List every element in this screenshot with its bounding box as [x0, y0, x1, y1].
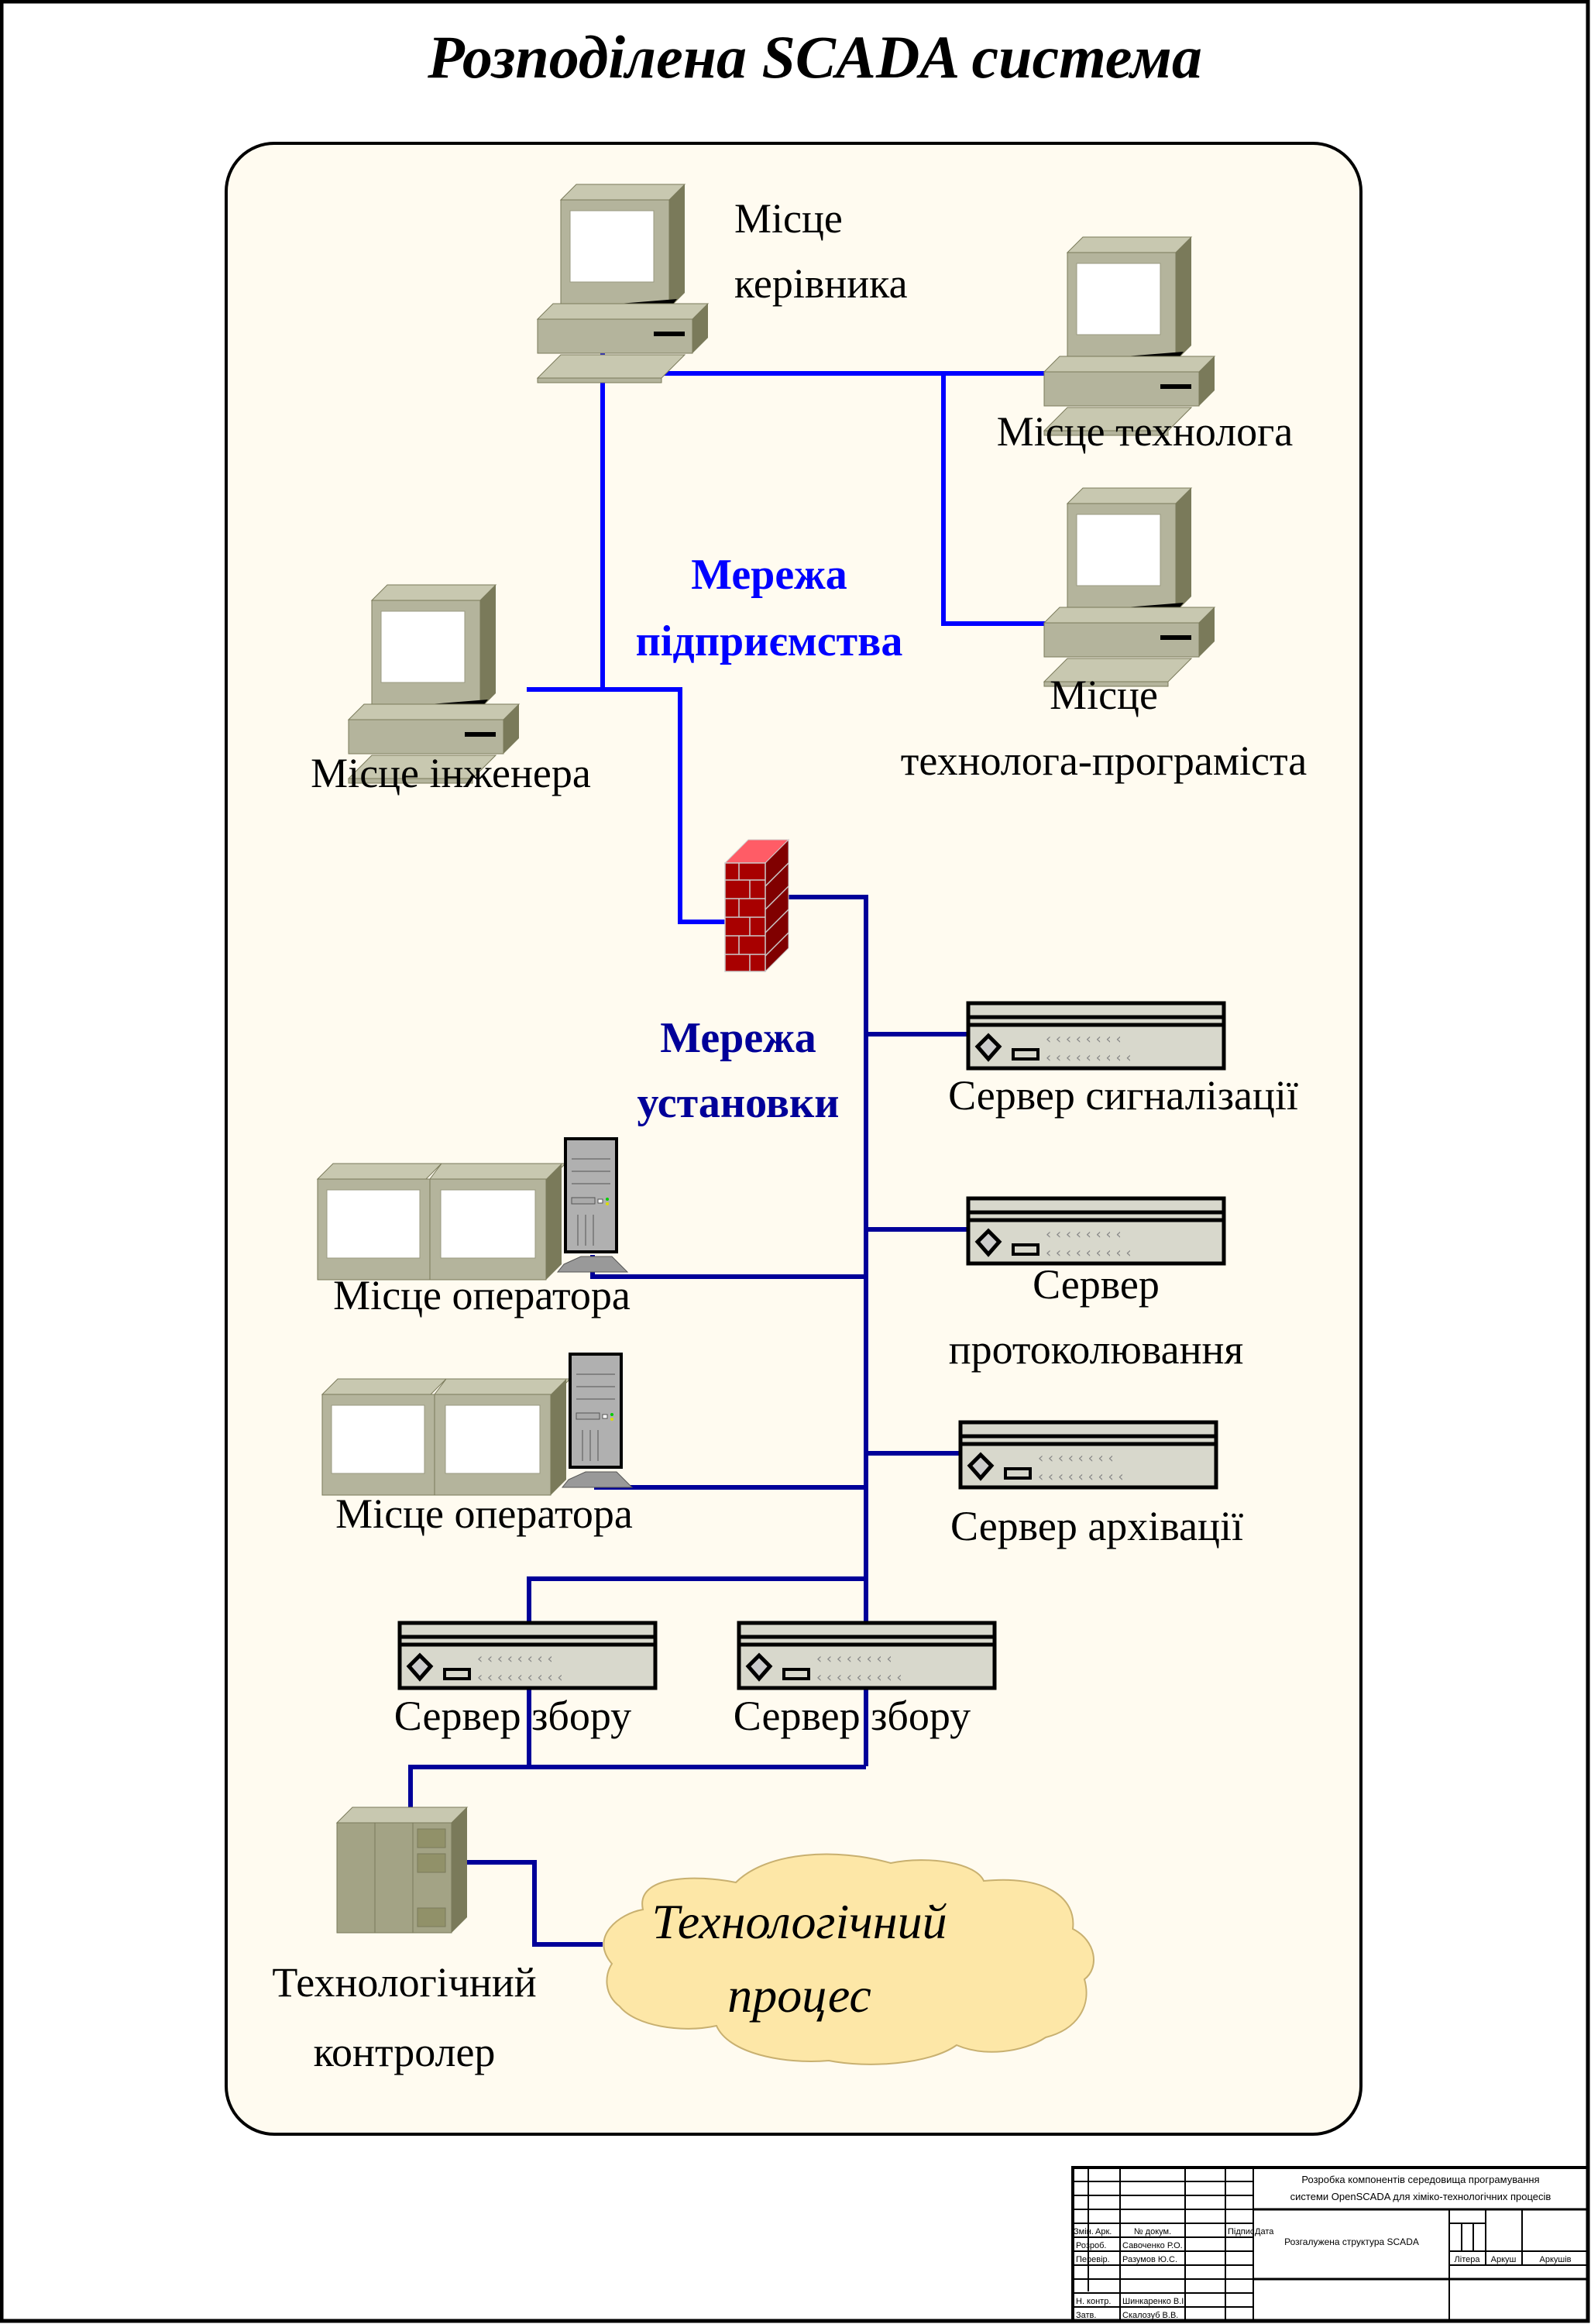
server-rack-icon [400, 1623, 655, 1688]
computer-icon [1043, 236, 1215, 436]
workstation-operator-2[interactable]: Місце оператора [321, 1353, 634, 1537]
label-server-acquisition-2: Сервер збору [734, 1693, 971, 1739]
label-server-logging-1: Сервер [1033, 1261, 1160, 1308]
workstation-operator-1[interactable]: Місце оператора [316, 1137, 631, 1318]
label-server-archive: Сервер архівації [950, 1503, 1243, 1549]
computer-icon [537, 184, 709, 383]
server-rack-icon [968, 1003, 1224, 1068]
technological-controller[interactable]: Технологічний контролер [272, 1807, 537, 2075]
plant-network-label-1: Мережа [660, 1014, 816, 1062]
label-server-logging-2: протоколювання [949, 1326, 1244, 1373]
header-docnum: № докум. [1134, 2227, 1171, 2236]
name-checker: Разумов Ю.С. [1122, 2255, 1177, 2264]
label-controller-1: Технологічний [272, 1959, 536, 2006]
label-process-1: Технологічний [651, 1894, 947, 1949]
label-techprog-1: Місце [1050, 672, 1158, 718]
header-date: Дата [1255, 2227, 1274, 2236]
name-developer: Савоченко Р.О. [1122, 2241, 1183, 2250]
server-acquisition-2[interactable]: Сервер збору [734, 1623, 995, 1739]
label-arkushiv: Аркушів [1539, 2255, 1571, 2264]
server-rack-icon [968, 1198, 1224, 1263]
server-alarm[interactable]: Сервер сигналізації [948, 1003, 1298, 1119]
label-process-2: процес [727, 1968, 871, 2023]
server-rack-icon [960, 1422, 1216, 1487]
label-arkush: Аркуш [1491, 2255, 1517, 2264]
label-operator-1: Місце оператора [333, 1272, 631, 1318]
name-norm-control: Шинкаренко В.І. [1122, 2297, 1186, 2306]
plant-network-label-2: установки [637, 1079, 840, 1127]
technological-process: Технологічний процес [603, 1853, 1094, 2065]
server-rack-icon [739, 1623, 995, 1688]
role-developer: Розроб. [1076, 2241, 1106, 2250]
server-archive[interactable]: Сервер архівації [950, 1422, 1243, 1549]
role-norm-control: Н. контр. [1076, 2297, 1111, 2306]
workstation-technologist[interactable]: Місце технолога [997, 236, 1293, 455]
workstation-technologist-programmer[interactable]: Місце технолога-програміста [901, 487, 1308, 784]
diagram-title: Розподілена SCADA система [427, 23, 1202, 91]
project-title-1: Розробка компонентів середовища програму… [1301, 2174, 1539, 2185]
label-technologist: Місце технолога [997, 408, 1293, 455]
label-manager-2: керівника [734, 260, 908, 307]
role-approved: Затв. [1076, 2311, 1096, 2320]
label-litera: Літера [1455, 2255, 1481, 2264]
server-acquisition-1[interactable]: Сервер збору [394, 1623, 655, 1739]
header-signature: Підпис [1228, 2227, 1255, 2236]
header-change: Змін. [1074, 2227, 1094, 2236]
enterprise-network-label-1: Мережа [691, 551, 847, 599]
label-techprog-2: технолога-програміста [901, 737, 1308, 784]
header-sheet: Арк. [1095, 2227, 1112, 2236]
label-controller-2: контролер [314, 2029, 496, 2075]
cloud-shape [603, 1853, 1094, 2065]
drawing-name: Розгалужена структура SCADA [1284, 2236, 1419, 2247]
label-manager-1: Місце [734, 195, 843, 242]
name-approved: Скалозуб В.В. [1122, 2311, 1178, 2320]
computer-icon [1043, 487, 1215, 687]
label-operator-2: Місце оператора [335, 1490, 633, 1537]
server-logging[interactable]: Сервер протоколювання [949, 1198, 1244, 1373]
title-block [1071, 2166, 1589, 2322]
role-checker: Перевір. [1076, 2255, 1110, 2264]
project-title-2: системи OpenSCADA для хіміко-технологічн… [1290, 2191, 1551, 2202]
enterprise-network-label-2: підприємства [636, 617, 903, 665]
plc-icon [335, 1807, 469, 1934]
title-block-text: Розробка компонентів середовища програму… [1074, 2174, 1572, 2320]
firewall-icon [723, 838, 790, 973]
workstation-engineer[interactable]: Місце інженера [311, 584, 591, 796]
label-engineer: Місце інженера [311, 750, 591, 796]
label-server-acquisition-1: Сервер збору [394, 1693, 631, 1739]
workstation-manager[interactable]: Місце керівника [537, 184, 908, 383]
label-server-alarm: Сервер сигналізації [948, 1072, 1298, 1119]
